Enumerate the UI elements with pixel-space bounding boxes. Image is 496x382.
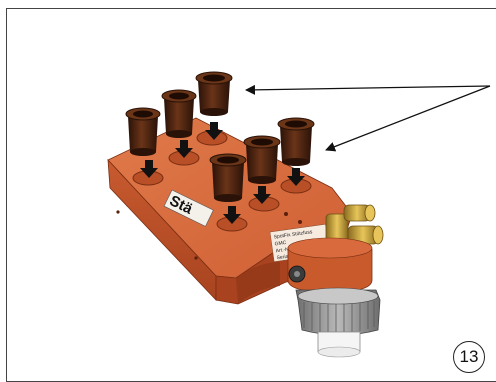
- sleeve-cup: [161, 89, 197, 138]
- sleeve-cups: [125, 71, 315, 202]
- callout-arrow-icon: [245, 84, 491, 95]
- socket-holes: [132, 130, 312, 232]
- sleeve-cup: [125, 107, 161, 156]
- brass-valve-fittings: [325, 204, 384, 245]
- callout-arrow-icon: [325, 85, 491, 152]
- down-arrow-icon: [253, 186, 271, 204]
- coupling-assembly: [287, 237, 381, 358]
- step-number-badge: 13: [453, 341, 485, 373]
- down-arrow-icon: [287, 168, 305, 186]
- label-line-1: SpotFix Stützfuss: [273, 229, 313, 240]
- down-arrow-icon: [205, 122, 223, 140]
- down-arrow-icon: [140, 160, 158, 178]
- sleeve-cup: [195, 71, 233, 116]
- callout-arrows: [245, 84, 491, 152]
- label-line-3: Art.-Nr.: ...: [275, 245, 298, 254]
- label-line-2: GMC: [274, 240, 287, 248]
- insertion-arrows: [140, 122, 305, 224]
- sleeve-cup: [209, 153, 247, 202]
- down-arrow-icon: [223, 206, 241, 224]
- down-arrow-icon: [175, 140, 193, 158]
- sleeve-cup: [243, 135, 281, 184]
- sleeve-cup: [277, 117, 315, 166]
- label-line-4: Serial: ...: [276, 253, 296, 262]
